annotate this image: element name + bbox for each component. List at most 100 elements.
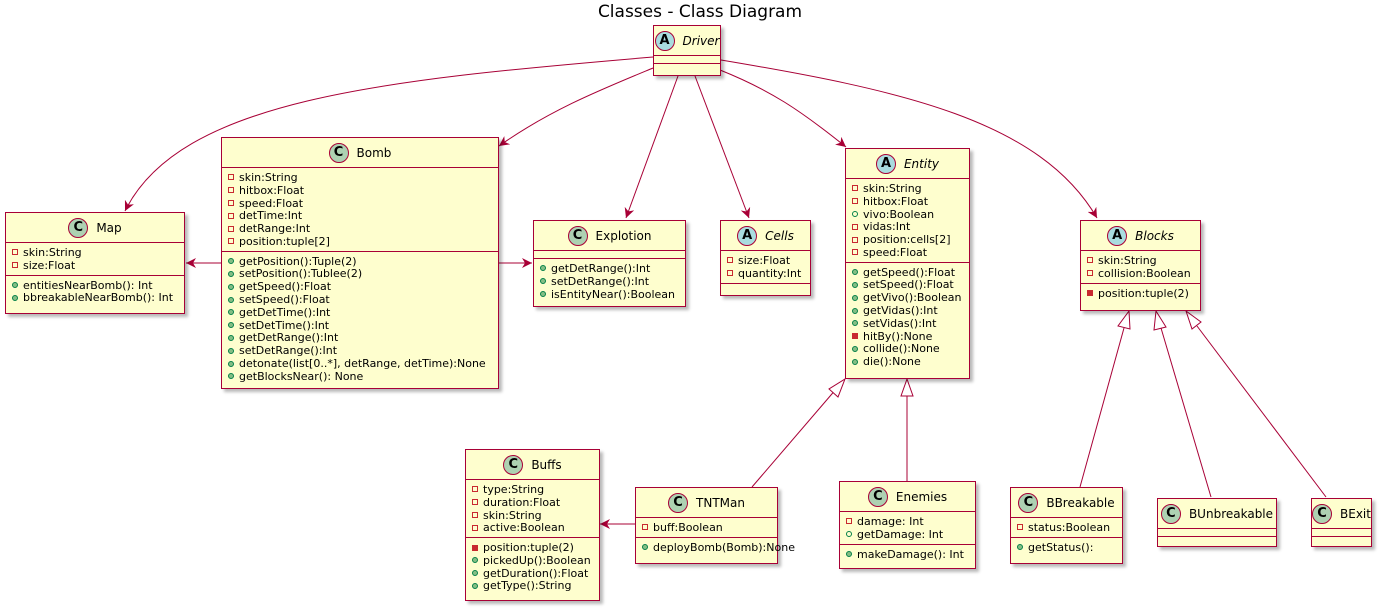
field: hitbox:Float bbox=[852, 195, 965, 208]
public-icon bbox=[540, 278, 546, 285]
class-blocks[interactable]: A Blocks skin:String collision:Boolean p… bbox=[1080, 220, 1201, 311]
private-icon bbox=[228, 238, 234, 245]
class-enemies[interactable]: C Enemies damage: Int getDamage: Int mak… bbox=[839, 481, 976, 569]
methods: getDetRange():Int setDetRange():Int isEn… bbox=[534, 259, 685, 303]
methods: entitiesNearBomb(): Int bbreakableNearBo… bbox=[6, 276, 184, 308]
field: size:Float bbox=[12, 259, 180, 272]
diagram-title: Classes - Class Diagram bbox=[597, 2, 803, 22]
public-icon bbox=[472, 582, 478, 589]
class-bunbreakable-header: C BUnbreakable bbox=[1158, 499, 1276, 529]
private-icon bbox=[852, 236, 858, 243]
private-icon bbox=[12, 262, 18, 269]
method: getBlocksNear(): None bbox=[228, 370, 494, 383]
class-blocks-header: A Blocks bbox=[1081, 221, 1200, 251]
public-field-icon bbox=[852, 210, 858, 217]
method: getPosition():Tuple(2) bbox=[228, 255, 494, 268]
class-cells[interactable]: A Cells size:Float quantity:Int bbox=[720, 220, 811, 296]
abstract-badge-icon: A bbox=[875, 153, 896, 174]
method: position:tuple(2) bbox=[472, 541, 595, 554]
edge-driver-map bbox=[124, 56, 654, 212]
public-icon bbox=[228, 258, 234, 265]
class-bbreakable[interactable]: C BBreakable status:Boolean getStatus(): bbox=[1010, 487, 1123, 564]
method: getSpeed():Float bbox=[852, 266, 965, 279]
private-icon bbox=[472, 524, 478, 531]
fields: skin:String hitbox:Float vivo:Boolean vi… bbox=[846, 179, 969, 263]
inherit-head-bunbreakable bbox=[1153, 309, 1167, 331]
method: getStatus(): bbox=[1017, 541, 1118, 554]
public-icon bbox=[228, 322, 234, 329]
class-entity[interactable]: A Entity skin:String hitbox:Float vivo:B… bbox=[845, 148, 970, 379]
public-icon bbox=[12, 281, 18, 288]
class-badge-icon: C bbox=[1312, 503, 1333, 524]
field: speed:Float bbox=[228, 197, 494, 210]
field: position:cells[2] bbox=[852, 233, 965, 246]
class-badge-icon: C bbox=[503, 454, 524, 475]
field: hitbox:Float bbox=[228, 184, 494, 197]
class-bomb[interactable]: C Bomb skin:String hitbox:Float speed:Fl… bbox=[221, 137, 499, 389]
fields: type:String duration:Float skin:String a… bbox=[466, 480, 599, 539]
edge-driver-bomb bbox=[498, 67, 654, 147]
private-icon bbox=[846, 518, 852, 525]
public-icon bbox=[472, 570, 478, 577]
field: duration:Float bbox=[472, 496, 595, 509]
class-explotion[interactable]: C Explotion getDetRange():Int setDetRang… bbox=[533, 220, 686, 307]
private-icon bbox=[472, 486, 478, 493]
class-bunbreakable[interactable]: C BUnbreakable bbox=[1157, 498, 1277, 547]
public-icon bbox=[852, 358, 858, 365]
private-icon bbox=[228, 174, 234, 181]
fields: status:Boolean bbox=[1011, 518, 1122, 538]
abstract-badge-icon: A bbox=[1107, 225, 1128, 246]
private-icon bbox=[228, 212, 234, 219]
inherit-head-entity bbox=[900, 377, 914, 397]
method: detonate(list[0..*], detRange, detTime):… bbox=[228, 357, 494, 370]
field: getDamage: Int bbox=[846, 528, 971, 541]
class-tntman[interactable]: C TNTMan buff:Boolean deployBomb(Bomb):N… bbox=[635, 487, 795, 564]
public-icon bbox=[228, 309, 234, 316]
public-icon bbox=[228, 296, 234, 303]
private-icon bbox=[1087, 257, 1093, 264]
private-icon bbox=[727, 270, 733, 277]
class-driver-header: A Driver bbox=[654, 26, 720, 56]
private-icon bbox=[228, 225, 234, 232]
method: makeDamage(): Int bbox=[846, 548, 971, 561]
method: position:tuple(2) bbox=[1087, 287, 1196, 300]
edge-driver-explotion bbox=[624, 75, 679, 219]
field: skin:String bbox=[12, 246, 180, 259]
method: setVidas():Int bbox=[852, 317, 965, 330]
method: getDetRange():Int bbox=[540, 262, 681, 275]
class-name: Driver bbox=[682, 33, 720, 48]
public-icon bbox=[852, 281, 858, 288]
field: detTime:Int bbox=[228, 209, 494, 222]
private-icon bbox=[228, 199, 234, 206]
private-icon bbox=[852, 223, 858, 230]
private-method-icon bbox=[472, 544, 478, 551]
class-bexit[interactable]: C BExit bbox=[1311, 498, 1372, 547]
public-icon bbox=[846, 550, 852, 557]
method: getVivo():Boolean bbox=[852, 291, 965, 304]
private-icon bbox=[852, 198, 858, 205]
class-map-header: C Map bbox=[6, 213, 184, 243]
class-map[interactable]: C Map skin:String size:Float entitiesNea… bbox=[5, 212, 185, 314]
public-icon bbox=[540, 265, 546, 272]
class-name: TNTMan bbox=[696, 495, 745, 510]
class-driver[interactable]: A Driver bbox=[653, 25, 721, 76]
class-bomb-header: C Bomb bbox=[222, 138, 498, 168]
class-explotion-header: C Explotion bbox=[534, 221, 685, 251]
class-cells-header: A Cells bbox=[721, 221, 810, 251]
field: size:Float bbox=[727, 254, 806, 267]
public-icon bbox=[852, 345, 858, 352]
class-badge-icon: C bbox=[1018, 492, 1039, 513]
fields: size:Float quantity:Int bbox=[721, 251, 810, 284]
private-icon bbox=[852, 185, 858, 192]
class-name: Buffs bbox=[531, 457, 562, 472]
class-enemies-header: C Enemies bbox=[840, 482, 975, 512]
method: getDetTime():Int bbox=[228, 306, 494, 319]
private-icon bbox=[1087, 270, 1093, 277]
class-name: Cells bbox=[765, 228, 794, 243]
method: bbreakableNearBomb(): Int bbox=[12, 291, 180, 304]
class-buffs[interactable]: C Buffs type:String duration:Float skin:… bbox=[465, 449, 600, 601]
private-icon bbox=[642, 524, 648, 531]
public-icon bbox=[852, 294, 858, 301]
public-icon bbox=[228, 373, 234, 380]
class-name: Enemies bbox=[895, 489, 948, 504]
